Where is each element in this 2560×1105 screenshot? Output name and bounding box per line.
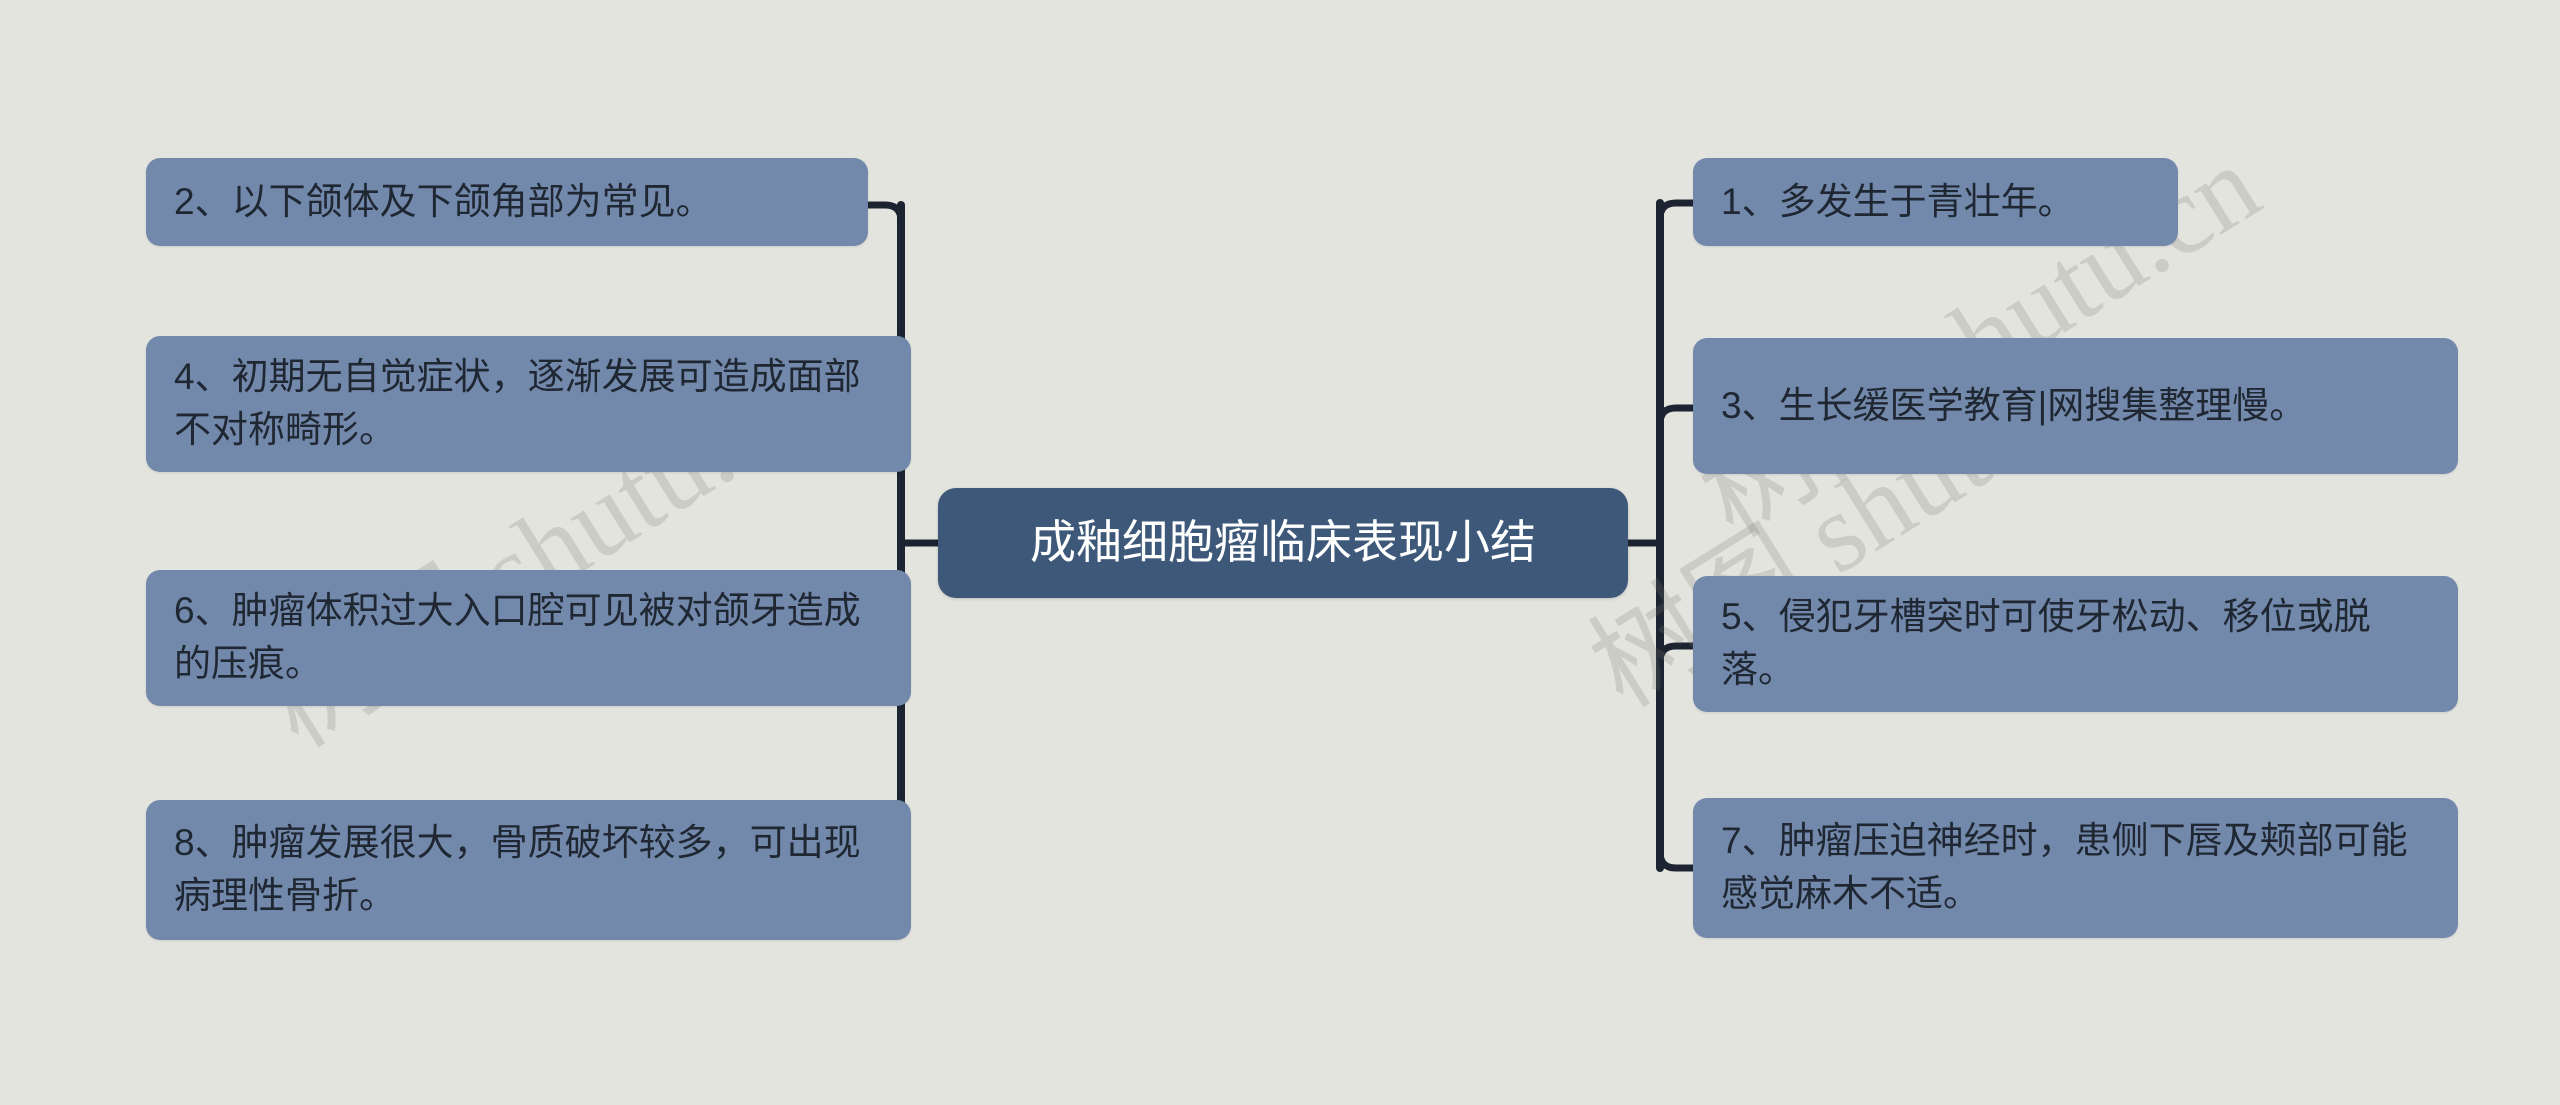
node-4-label: 4、初期无自觉症状，逐渐发展可造成面部不对称畸形。 xyxy=(174,356,861,450)
connector-right-node-1 xyxy=(1656,199,1697,223)
node-7-label: 7、肿瘤压迫神经时，患侧下唇及颊部可能感觉麻木不适。 xyxy=(1721,820,2408,914)
mindmap-node-7[interactable]: 7、肿瘤压迫神经时，患侧下唇及颊部可能感觉麻木不适。 xyxy=(1693,798,2458,938)
node-1-label: 1、多发生于青壮年。 xyxy=(1721,180,2075,222)
mindmap-node-1[interactable]: 1、多发生于青壮年。 xyxy=(1693,158,2178,246)
connector-right-node-3 xyxy=(1656,404,1697,428)
mindmap-root-node[interactable]: 成釉细胞瘤临床表现小结 xyxy=(938,488,1628,598)
node-6-label: 6、肿瘤体积过大入口腔可见被对颌牙造成的压痕。 xyxy=(174,590,861,684)
mindmap-node-5[interactable]: 5、侵犯牙槽突时可使牙松动、移位或脱落。 xyxy=(1693,576,2458,712)
node-3-label: 3、生长缓医学教育|网搜集整理慢。 xyxy=(1721,384,2307,426)
mindmap-node-2[interactable]: 2、以下颌体及下颌角部为常见。 xyxy=(146,158,868,246)
mindmap-node-8[interactable]: 8、肿瘤发展很大，骨质破坏较多，可出现病理性骨折。 xyxy=(146,800,911,940)
connector-left-node-2 xyxy=(864,201,905,225)
mindmap-node-3[interactable]: 3、生长缓医学教育|网搜集整理慢。 xyxy=(1693,338,2458,474)
node-8-label: 8、肿瘤发展很大，骨质破坏较多，可出现病理性骨折。 xyxy=(174,822,861,916)
connector-right-node-5 xyxy=(1656,642,1697,666)
mindmap-node-4[interactable]: 4、初期无自觉症状，逐渐发展可造成面部不对称畸形。 xyxy=(146,336,911,472)
connector-right-node-7 xyxy=(1656,848,1697,872)
mindmap-node-6[interactable]: 6、肿瘤体积过大入口腔可见被对颌牙造成的压痕。 xyxy=(146,570,911,706)
node-5-label: 5、侵犯牙槽突时可使牙松动、移位或脱落。 xyxy=(1721,596,2371,690)
page-title: 成釉细胞瘤临床表现小结 xyxy=(1030,516,1536,569)
node-2-label: 2、以下颌体及下颌角部为常见。 xyxy=(174,180,713,222)
